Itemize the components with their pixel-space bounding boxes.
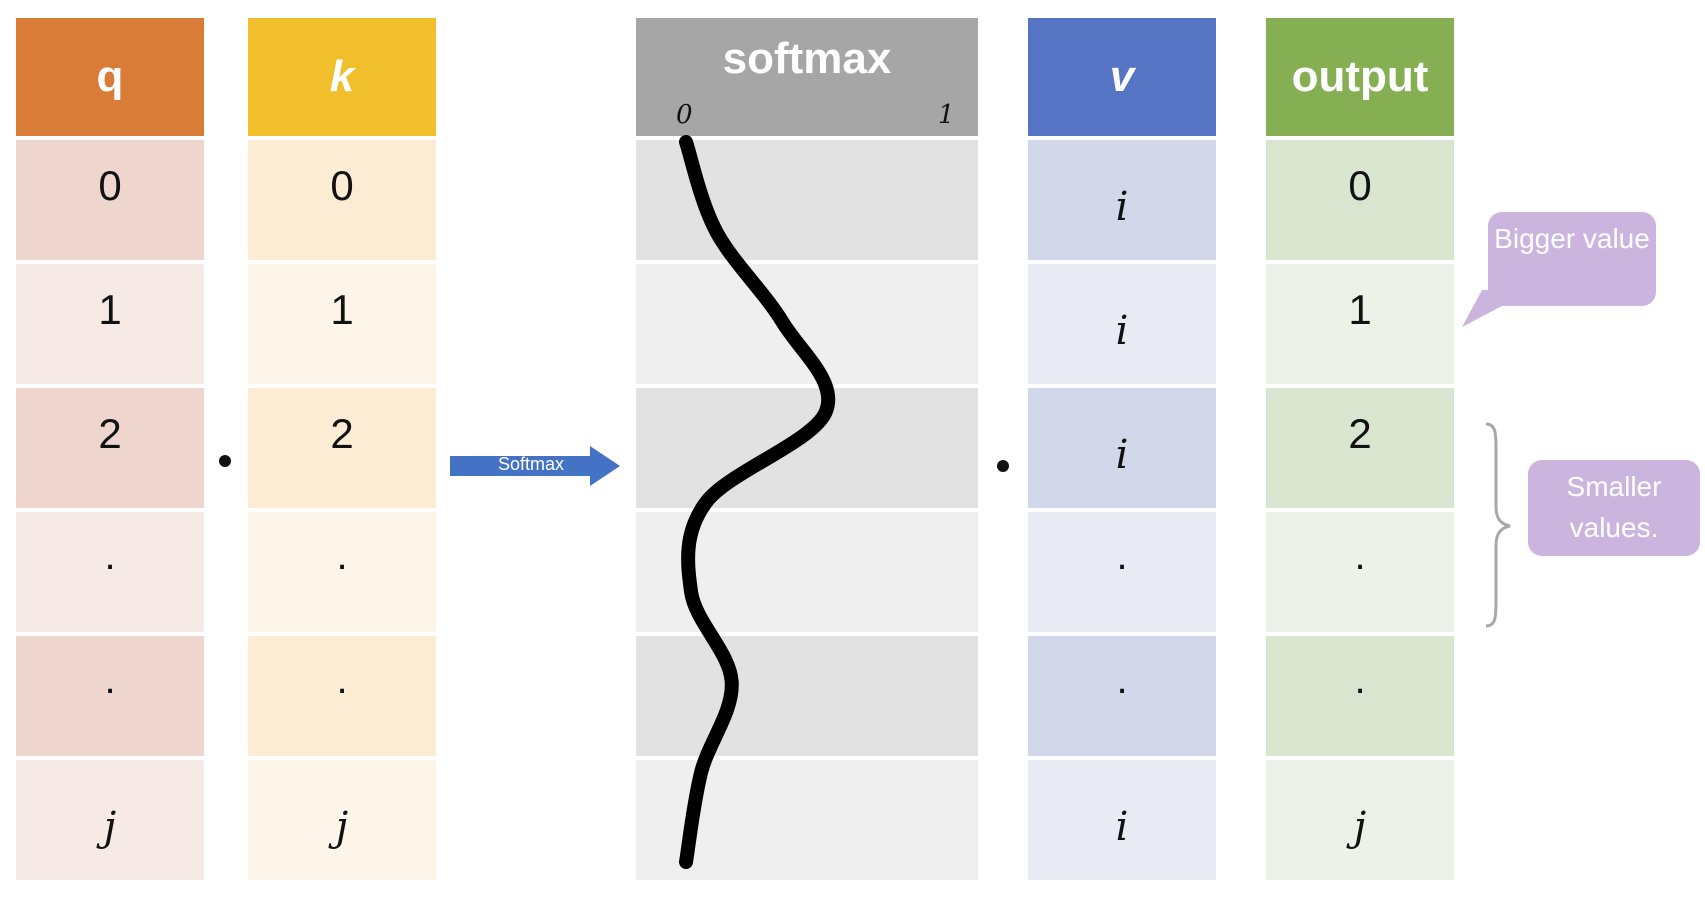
output-cell: 1 bbox=[1266, 264, 1454, 384]
v-cell: i bbox=[1028, 264, 1216, 384]
softmax-scale-max: 1 bbox=[938, 100, 955, 130]
softmax-header: softmax 0 1 bbox=[636, 18, 978, 136]
output-cell: 0 bbox=[1266, 140, 1454, 260]
k-cell-value: j bbox=[335, 804, 349, 850]
v-column: v i i i.. i bbox=[1028, 18, 1216, 880]
output-cell-value: . bbox=[1354, 534, 1366, 578]
q-header: q bbox=[16, 18, 204, 136]
q-cell: 0 bbox=[16, 140, 204, 260]
output-cell-value: j bbox=[1353, 804, 1367, 850]
output-cell: 2 bbox=[1266, 388, 1454, 508]
k-cell-value: 2 bbox=[330, 410, 354, 457]
q-cells: 0 1 2.. j bbox=[16, 140, 204, 880]
v-cells: i i i.. i bbox=[1028, 140, 1216, 880]
v-cell: i bbox=[1028, 140, 1216, 260]
softmax-header-label: softmax bbox=[722, 34, 892, 83]
q-header-label: q bbox=[96, 52, 124, 101]
v-cell: . bbox=[1028, 636, 1216, 756]
v-cell-value: . bbox=[1116, 534, 1128, 578]
brace-icon bbox=[1485, 422, 1511, 628]
v-cell-value: i bbox=[1115, 184, 1129, 230]
output-cell: . bbox=[1266, 512, 1454, 632]
k-column: k 0 1 2.. j bbox=[248, 18, 436, 880]
output-cell: . bbox=[1266, 636, 1454, 756]
q-cell: . bbox=[16, 636, 204, 756]
softmax-column: softmax 0 1 bbox=[636, 18, 978, 880]
output-cell: j bbox=[1266, 760, 1454, 880]
q-cell: . bbox=[16, 512, 204, 632]
q-cell-value: 1 bbox=[98, 286, 122, 333]
bigger-value-callout: Bigger value bbox=[1488, 212, 1656, 306]
softmax-arrow-icon bbox=[450, 446, 620, 486]
k-cells: 0 1 2.. j bbox=[248, 140, 436, 880]
softmax-cell bbox=[636, 636, 978, 756]
dot-product-operator-v bbox=[997, 460, 1009, 472]
v-cell-value: i bbox=[1115, 308, 1129, 354]
output-header-label: output bbox=[1291, 52, 1429, 101]
q-cell-value: j bbox=[103, 804, 117, 850]
v-cell: i bbox=[1028, 760, 1216, 880]
softmax-arrow-label: Softmax bbox=[497, 454, 565, 474]
q-cell: 2 bbox=[16, 388, 204, 508]
q-cell: 1 bbox=[16, 264, 204, 384]
smaller-values-label: Smaller values. bbox=[1566, 471, 1662, 543]
output-cell-value: 0 bbox=[1348, 162, 1372, 209]
v-cell-value: i bbox=[1115, 804, 1129, 850]
q-cell-value: . bbox=[104, 658, 116, 702]
v-cell-value: i bbox=[1115, 432, 1129, 478]
k-cell-value: 0 bbox=[330, 162, 354, 209]
k-cell-value: 1 bbox=[330, 286, 354, 333]
softmax-scale-min: 0 bbox=[676, 100, 693, 130]
smaller-values-callout: Smaller values. bbox=[1528, 460, 1700, 556]
q-cell-value: 2 bbox=[98, 410, 122, 457]
q-cell: j bbox=[16, 760, 204, 880]
k-header: k bbox=[248, 18, 436, 136]
q-cell-value: 0 bbox=[98, 162, 122, 209]
output-header: output bbox=[1266, 18, 1454, 136]
output-cells: 0 1 2.. j bbox=[1266, 140, 1454, 880]
v-cell: . bbox=[1028, 512, 1216, 632]
output-column: output 0 1 2.. j bbox=[1266, 18, 1454, 880]
k-cell: j bbox=[248, 760, 436, 880]
q-cell-value: . bbox=[104, 534, 116, 578]
bigger-value-label: Bigger value bbox=[1494, 223, 1650, 254]
output-cell-value: 2 bbox=[1348, 410, 1372, 457]
k-cell: 2 bbox=[248, 388, 436, 508]
k-cell-value: . bbox=[336, 534, 348, 578]
v-header-label: v bbox=[1109, 52, 1135, 101]
v-cell-value: . bbox=[1116, 658, 1128, 702]
v-header: v bbox=[1028, 18, 1216, 136]
k-cell: . bbox=[248, 512, 436, 632]
dot-product-operator-qk bbox=[219, 455, 231, 467]
k-cell: 0 bbox=[248, 140, 436, 260]
k-cell-value: . bbox=[336, 658, 348, 702]
k-header-label: k bbox=[329, 52, 355, 101]
k-cell: . bbox=[248, 636, 436, 756]
v-cell: i bbox=[1028, 388, 1216, 508]
softmax-cell bbox=[636, 388, 978, 508]
q-column: q 0 1 2.. j bbox=[16, 18, 204, 880]
output-cell-value: 1 bbox=[1348, 286, 1372, 333]
output-cell-value: . bbox=[1354, 658, 1366, 702]
k-cell: 1 bbox=[248, 264, 436, 384]
